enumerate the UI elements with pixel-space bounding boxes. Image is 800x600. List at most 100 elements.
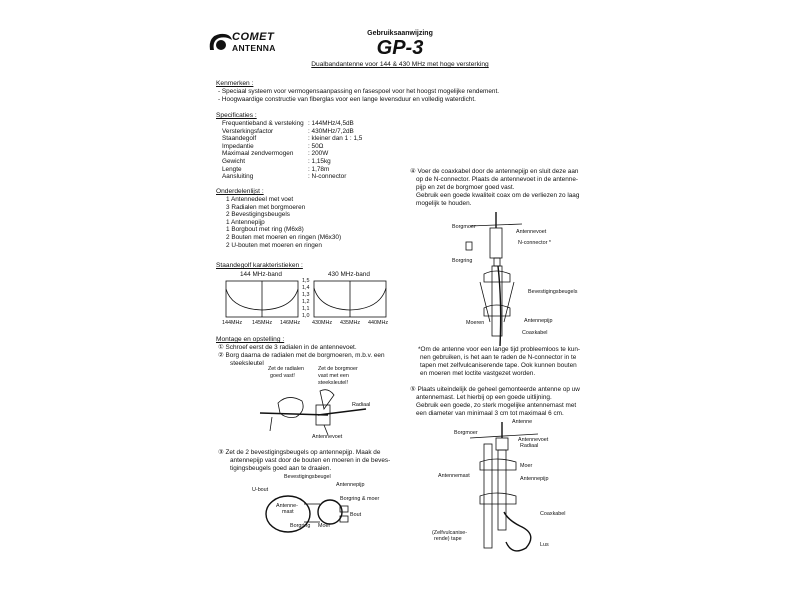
- brand-top: COMET: [232, 31, 275, 43]
- step-5-line: antennemast. Let hierbij op een goede ui…: [416, 394, 552, 401]
- radial-rod: [469, 433, 539, 439]
- fig5-label: Antennepijp: [520, 476, 549, 482]
- fig5-label: Antennevoet: [518, 437, 549, 443]
- fig2-label: U-bout: [252, 487, 269, 493]
- fig1-label: goed vast!: [270, 373, 295, 379]
- spec-row: Aansluiting: N-connector: [222, 173, 362, 181]
- fig5-label: Borgmoer: [454, 430, 478, 436]
- step-5-line: een diameter van minimaal 3 cm tot maxim…: [416, 410, 564, 417]
- fig2-label: Antenne-: [276, 503, 298, 509]
- comet-logo-icon: [209, 33, 232, 50]
- fig5-label: Moer: [520, 463, 533, 469]
- wrench-icon: [319, 389, 335, 410]
- pipe-circle: [317, 499, 343, 525]
- note-line: tapen met zelfvulcaniserende tape. Ook k…: [420, 362, 577, 369]
- fig1-antennevoet: Antennevoet: [312, 434, 343, 440]
- spec-row: Versterkingsfactor : 430MHz/7,2dB: [222, 128, 362, 136]
- fig4-label: Borgmoer: [452, 224, 476, 230]
- fig2-label: Moer: [318, 523, 331, 529]
- lock-nut: [465, 241, 473, 251]
- fig2-label: mast: [282, 509, 294, 515]
- fig2-label: Bevestigingsbeugel: [284, 474, 331, 480]
- onderdelen-list: 1 Antennedeel met voet 3 Radialen met bo…: [226, 196, 341, 249]
- fig5-drawing: [469, 422, 539, 552]
- fig2-label: Antennepijp: [336, 482, 365, 488]
- fig2-label: Borgring & moer: [340, 496, 380, 502]
- bracket-upper: [483, 270, 511, 283]
- bracket-lower: [479, 492, 517, 505]
- list-item: 2 U-bouten met moeren en ringen: [226, 241, 322, 249]
- radial-rod: [259, 412, 329, 416]
- list-item: 2 Bouten met moeren en ringen (M6x30): [226, 233, 342, 241]
- radial-rod: [317, 408, 367, 416]
- fig1-label: Zet de radialen: [268, 366, 304, 372]
- mast-u-bolt: [265, 495, 311, 533]
- spec-key: Gewicht: [222, 157, 246, 165]
- spec-key: Staandegolf: [222, 135, 257, 143]
- subtitle: Dualbandantenne voor 144 & 430 MHz met h…: [311, 61, 489, 68]
- antenna-foot: [495, 437, 509, 451]
- swr-curve-144: [225, 288, 299, 311]
- step-3-line: ③ Zet de 2 bevestigingsbeugels op antenn…: [218, 449, 381, 456]
- nut-icon: [339, 515, 349, 523]
- spec-row: Staandegolf: kleiner dan 1 : 1,5: [222, 135, 362, 143]
- step-3-line: tigingsbeugels goed aan te draaien.: [230, 465, 332, 472]
- spec-value: : 50Ω: [308, 142, 324, 150]
- mast: [483, 443, 493, 549]
- kenmerken-item: - Hoogwaardige constructie van fiberglas…: [218, 96, 476, 103]
- spec-value: : N-connector: [308, 173, 347, 181]
- spec-value: : 144MHz/4,5dB: [308, 120, 354, 127]
- bolt-line: [479, 281, 491, 323]
- leader-line: [323, 424, 329, 436]
- spec-row: Frequentieband & versteking: 144MHz/4,5d…: [222, 120, 362, 128]
- bracket-lower: [483, 304, 511, 317]
- step-4-line: pijp en zet de borgmoer goed vast.: [416, 184, 515, 191]
- specificaties-heading: Specificaties :: [216, 112, 257, 119]
- note-line: *Om de antenne voor een lange tijd probl…: [418, 346, 580, 353]
- fig4-label: Antennepijp: [524, 318, 553, 324]
- kenmerken-item: - Speciaal systeem voor vermogensaanpass…: [218, 88, 499, 95]
- spec-value: : 1,78m: [308, 165, 330, 173]
- list-item: 3 Radialen met borgmoeren: [226, 203, 306, 211]
- step-4-line: op de N-connector. Plaats de antennevoet…: [416, 176, 579, 183]
- y-tick: 1,5: [302, 278, 310, 284]
- spec-value: : 200W: [308, 150, 329, 158]
- note-line: en moeren met loctite vastgezet worden.: [420, 370, 536, 377]
- list-item: 1 Antennepijp: [226, 218, 265, 226]
- fig5-label: Lus: [540, 542, 549, 548]
- kenmerken-heading: Kenmerken :: [216, 80, 254, 87]
- x-tick: 440MHz: [368, 320, 389, 326]
- spec-row: Lengte : 1,78m: [222, 166, 362, 174]
- y-tick: 1,1: [302, 306, 310, 312]
- fig4-label: Coaxkabel: [522, 330, 548, 336]
- x-tick: 144MHz: [222, 320, 243, 326]
- nut-icon: [339, 505, 349, 513]
- fig5-label: (Zelfvulcanise-: [432, 530, 468, 536]
- note-line: nen gebruiken, is het aan te raden de N-…: [420, 354, 577, 361]
- antenna-pipe: [497, 449, 507, 531]
- fig4-label: N-connector *: [518, 240, 551, 246]
- radial-rod: [269, 416, 273, 432]
- fig1-drawing: [259, 389, 367, 436]
- spec-key: Versterkingsfactor: [222, 127, 274, 135]
- spec-row: Maximaal zendvermogen: 200W: [222, 150, 362, 158]
- spec-key: Lengte: [222, 165, 242, 173]
- x-tick: 430MHz: [312, 320, 333, 326]
- comet-logo: COMET ANTENNA: [206, 30, 286, 56]
- y-tick: 1,0: [302, 313, 310, 319]
- antenna-pipe: [491, 265, 503, 337]
- swr-chart: [225, 280, 387, 318]
- band1-label: 144 MHz-band: [240, 271, 282, 278]
- y-tick: 1,2: [302, 299, 310, 305]
- fig4-drawing: [465, 212, 523, 347]
- fig4-label: Borgring: [452, 258, 473, 264]
- spec-value: : 430MHz/7,2dB: [308, 127, 354, 135]
- fig2-drawing: [265, 495, 349, 533]
- radial-rod: [469, 223, 523, 227]
- step-2-line: ② Borg daarna de radialen met de borgmoe…: [218, 352, 385, 359]
- step-3-line: antennepijp vast door de bouten en moere…: [230, 457, 391, 464]
- y-tick: 1,3: [302, 292, 310, 298]
- coax-loop: [503, 511, 532, 552]
- fig1-label: steeksleutel!: [318, 380, 348, 386]
- list-item: 1 Antennedeel met voet: [226, 196, 294, 203]
